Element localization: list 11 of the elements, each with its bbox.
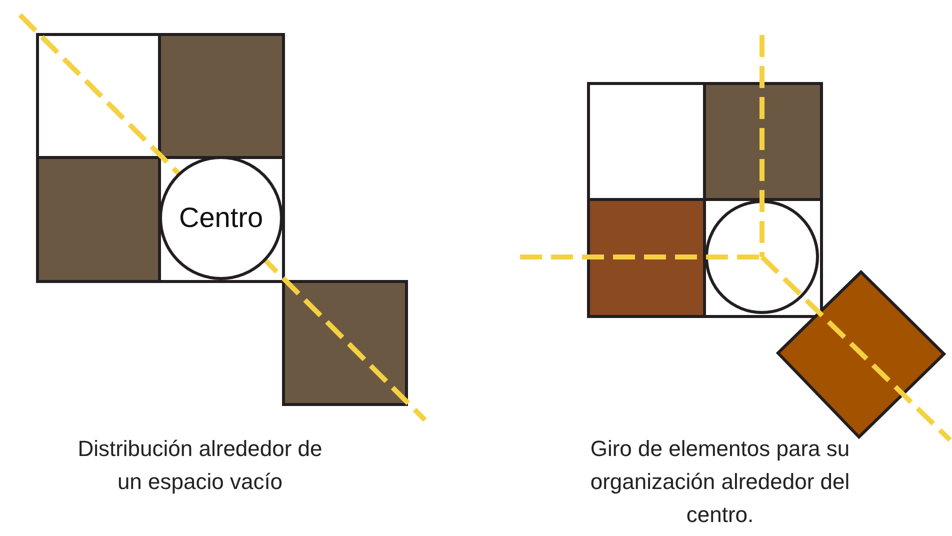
caption-text: Giro de elementos para su organización alrededor del centro. xyxy=(589,435,851,529)
square-tile xyxy=(158,33,285,159)
square-tile xyxy=(703,82,823,201)
square-tile xyxy=(36,33,161,159)
square-tile xyxy=(282,280,408,406)
square-tile xyxy=(587,198,706,318)
caption-text: Distribución alrededor de un espacio vacío xyxy=(76,435,324,496)
diamond-tile xyxy=(776,270,946,440)
square-tile xyxy=(36,156,161,283)
center-circle: Centro xyxy=(159,156,283,280)
square-tile xyxy=(587,82,706,201)
